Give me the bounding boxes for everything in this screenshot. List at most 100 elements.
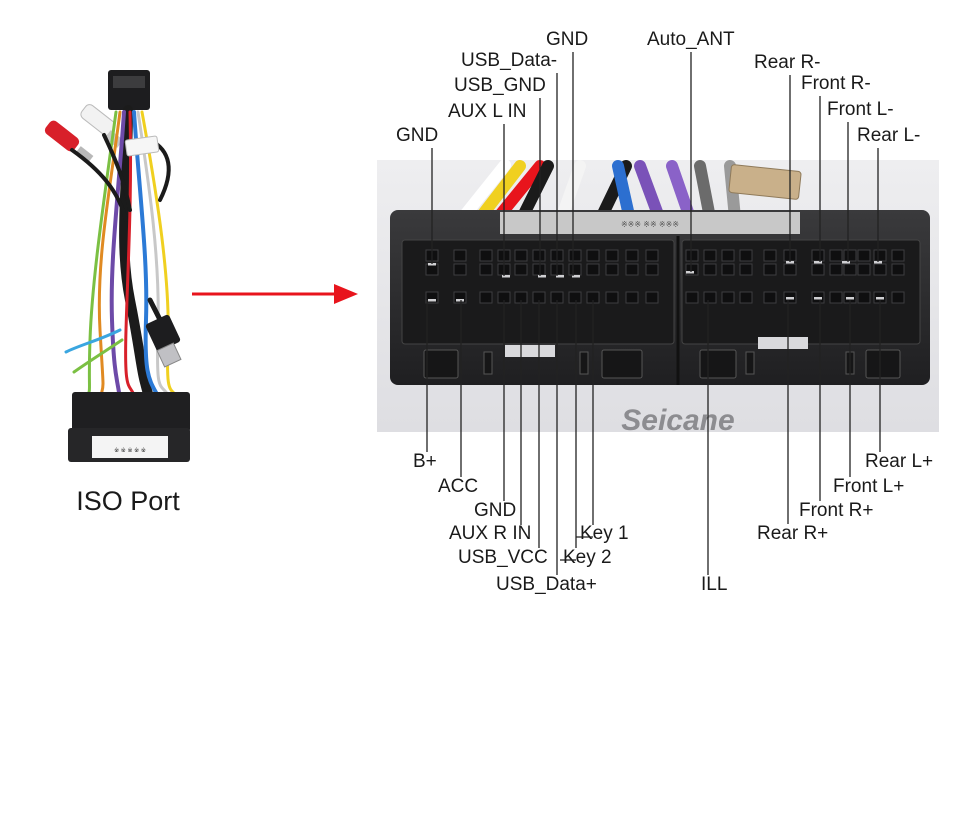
pin-cavity: [721, 263, 735, 276]
label-rear-l-plus: Rear L+: [865, 451, 934, 472]
pin-cavity: [625, 291, 639, 304]
connector-sticker-label: [500, 212, 800, 234]
pin-cavity: [829, 291, 843, 304]
pin-cavity: [605, 291, 619, 304]
label-front-r-minus: Front R-: [801, 73, 871, 94]
pin-cavity: [453, 263, 467, 276]
pin-cavity: [857, 263, 871, 276]
pin-terminal: [686, 271, 694, 274]
pin-terminal: [538, 275, 546, 278]
pin-cavity: [783, 263, 797, 276]
pin-cavity: [605, 249, 619, 262]
pin-cavity: [532, 249, 546, 262]
pin-cavity: [568, 291, 582, 304]
pin-cavity: [532, 263, 546, 276]
pin-cavity: [514, 263, 528, 276]
label-ill: ILL: [701, 574, 728, 595]
pin-cavity: [857, 249, 871, 262]
pin-cavity: [425, 263, 439, 276]
arrow-icon: [192, 284, 358, 304]
pin-cavity: [811, 263, 825, 276]
pin-terminal: [814, 297, 822, 300]
iso-port-caption: ISO Port: [76, 486, 180, 516]
pin-cavity: [739, 263, 753, 276]
label-gnd-left: GND: [396, 125, 439, 146]
label-aux-r-in: AUX R IN: [449, 523, 532, 544]
pin-cavity: [721, 291, 735, 304]
pin-cavity: [453, 291, 467, 304]
usb-plug: [145, 314, 182, 368]
pin-cavity: [586, 263, 600, 276]
pin-cavity: [829, 249, 843, 262]
pin-cavity: [739, 249, 753, 262]
rca-plugs: [44, 104, 124, 164]
pin-cavity: [843, 249, 857, 262]
seicane-watermark: Seicane: [621, 404, 734, 437]
pin-cavity: [843, 263, 857, 276]
pin-cavity: [479, 249, 493, 262]
label-usb-gnd: USB_GND: [454, 75, 546, 96]
pin-cavity: [645, 249, 659, 262]
pin-cavity: [514, 249, 528, 262]
pin-cavity: [703, 291, 717, 304]
label-gnd-top: GND: [546, 29, 589, 50]
label-key-2: Key 2: [563, 547, 612, 568]
label-rear-l-minus: Rear L-: [857, 125, 921, 146]
pin-cavity: [625, 263, 639, 276]
pin-cavity: [425, 291, 439, 304]
label-gnd-bottom: GND: [474, 500, 517, 521]
wire-bundle: [64, 105, 182, 405]
pin-cavity: [811, 249, 825, 262]
pin-terminal: [786, 261, 794, 264]
pin-terminal: [846, 297, 854, 300]
pin-cavity: [625, 249, 639, 262]
label-front-l-minus: Front L-: [827, 99, 894, 120]
pin-cavity: [891, 263, 905, 276]
pin-cavity: [857, 291, 871, 304]
pin-terminal: [556, 275, 564, 278]
connector-sticker-text: ※※※ ※※ ※※※: [621, 220, 679, 229]
pin-cavity: [873, 263, 887, 276]
pin-terminal: [428, 263, 436, 266]
pin-cavity: [568, 249, 582, 262]
pin-cavity: [479, 291, 493, 304]
label-usb-data-plus: USB_Data+: [496, 574, 597, 595]
pin-terminal: [428, 299, 436, 302]
pin-cavity: [891, 291, 905, 304]
leader-lines: [426, 52, 881, 575]
pin-cavity: [763, 291, 777, 304]
harness-plug-label: ※ ※ ※ ※ ※: [114, 447, 146, 454]
label-front-l-plus: Front L+: [833, 476, 905, 497]
pin-cavity: [645, 291, 659, 304]
connector-clip: [728, 164, 802, 200]
pin-cavity: [479, 263, 493, 276]
pin-cavity: [873, 249, 887, 262]
pin-terminal: [456, 299, 464, 302]
label-front-r-plus: Front R+: [799, 500, 874, 521]
label-acc: ACC: [438, 476, 479, 497]
pin-terminal: [786, 297, 794, 300]
label-aux-l-in: AUX L IN: [448, 101, 527, 122]
label-rear-r-minus: Rear R-: [754, 52, 821, 73]
pin-terminal: [814, 261, 822, 264]
pin-cavity: [568, 263, 582, 276]
label-usb-data-minus: USB_Data-: [461, 50, 558, 71]
pin-cavity: [703, 249, 717, 262]
pin-cavity: [891, 249, 905, 262]
pin-cavity: [645, 263, 659, 276]
iso-plug-bottom: [68, 392, 190, 462]
pin-cavity: [829, 263, 843, 276]
pin-cavity: [685, 291, 699, 304]
pin-cavity: [586, 249, 600, 262]
harness-photo: [44, 70, 190, 462]
pin-terminal: [572, 275, 580, 278]
pin-cavity: [685, 249, 699, 262]
pin-cavity: [453, 249, 467, 262]
pin-cavity: [685, 263, 699, 276]
zip-tag: [124, 135, 160, 157]
pin-cavity: [763, 263, 777, 276]
label-key-1: Key 1: [580, 523, 629, 544]
pin-terminal: [842, 261, 850, 264]
pin-cavity: [763, 249, 777, 262]
